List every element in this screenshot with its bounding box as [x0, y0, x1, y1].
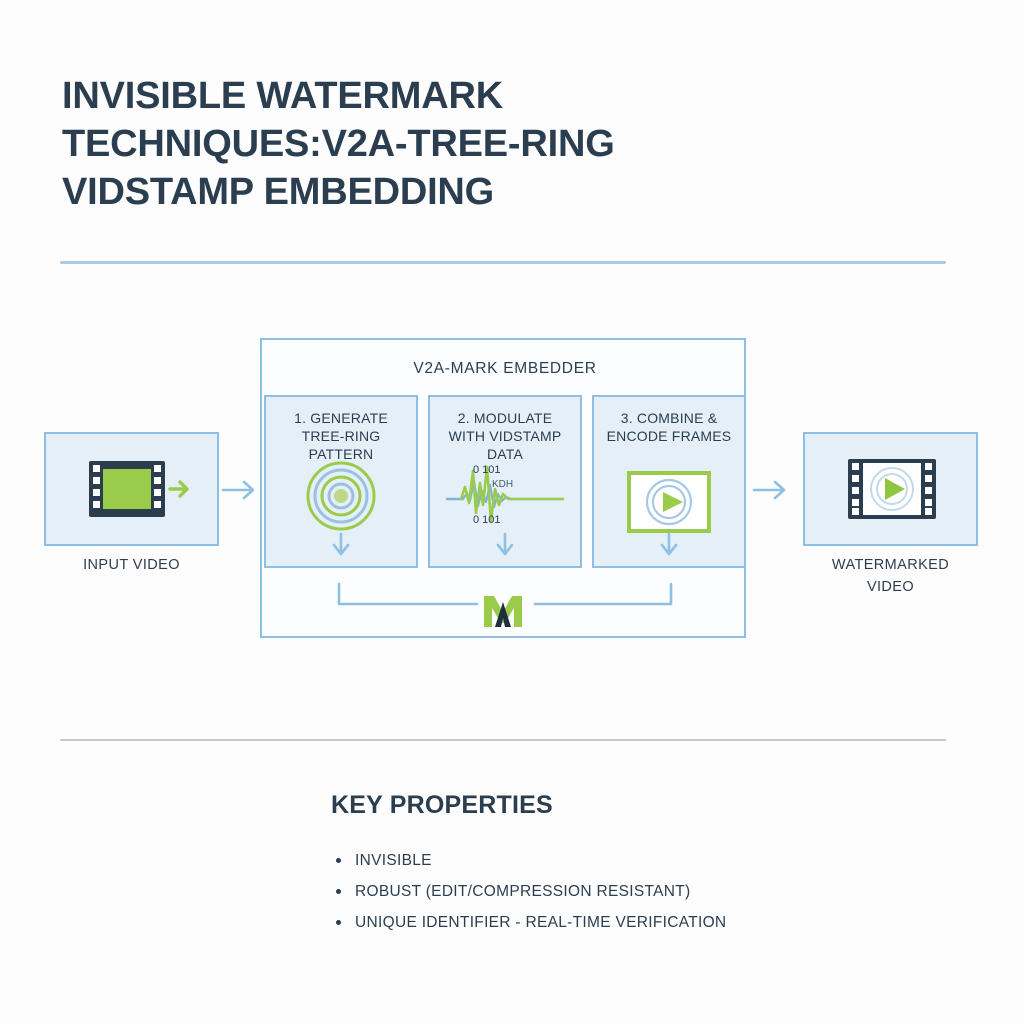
v2a-mark-embedder-container: V2A-MARK EMBEDDER 1. GENERATE TREE-RING … [260, 338, 746, 638]
step-3-label: 3. COMBINE & ENCODE FRAMES [606, 410, 732, 444]
flow-arrow-input-to-embedder [221, 480, 255, 500]
list-item: UNIQUE IDENTIFIER - REAL-TIME VERIFICATI… [331, 907, 931, 938]
step-3-combine-encode[interactable]: 3. COMBINE & ENCODE FRAMES [592, 395, 746, 568]
step-2-down-arrow [496, 532, 514, 556]
list-item-label: INVISIBLE [355, 852, 432, 869]
step-2-label: 2. MODULATE WITH VIDSTAMP DATA [448, 410, 562, 462]
embedder-merge-rail [337, 582, 673, 606]
step-3-down-arrow [660, 532, 678, 556]
m-logo-icon [484, 596, 522, 627]
divider-top [60, 261, 946, 264]
step-1-label: 1. GENERATE TREE-RING PATTERN [294, 410, 388, 462]
key-properties-list: INVISIBLE ROBUST (EDIT/COMPRESSION RESIS… [331, 845, 931, 938]
waveform-icon: 0 101 KDH 0 101 [445, 464, 565, 526]
step-3-art [594, 465, 744, 539]
list-item-label: UNIQUE IDENTIFIER - REAL-TIME VERIFICATI… [355, 914, 727, 931]
step-2-bits-top: 0 101 [473, 464, 501, 476]
title-line-3: VIDSTAMP EMBEDDING [62, 171, 495, 213]
bullet-icon [336, 889, 341, 894]
list-item: ROBUST (EDIT/COMPRESSION RESISTANT) [331, 876, 931, 907]
title-line-2: TECHNIQUES:V2A-TREE-RING [62, 123, 615, 165]
step-2-art: 0 101 KDH 0 101 [430, 459, 580, 533]
watermarked-video-label: WATERMARKED VIDEO [831, 557, 950, 595]
step-1-generate-tree-ring[interactable]: 1. GENERATE TREE-RING PATTERN [264, 395, 418, 568]
divider-bottom [60, 739, 946, 741]
film-strip-icon [89, 461, 189, 517]
page-title: INVISIBLE WATERMARK TECHNIQUES:V2A-TREE-… [62, 72, 702, 216]
bullet-icon [336, 858, 341, 863]
key-properties-title: KEY PROPERTIES [331, 791, 553, 819]
title-line-1: INVISIBLE WATERMARK [62, 75, 503, 117]
flow-arrow-embedder-to-output [752, 480, 786, 500]
step-1-down-arrow [332, 532, 350, 556]
play-frame-icon [627, 471, 711, 533]
list-item: INVISIBLE [331, 845, 931, 876]
embedder-title: V2A-MARK EMBEDDER [413, 360, 597, 377]
film-strip-play-icon [848, 459, 936, 519]
input-video-label: INPUT VIDEO [83, 557, 180, 573]
step-2-modulate-vidstamp[interactable]: 2. MODULATE WITH VIDSTAMP DATA 0 101 [428, 395, 582, 568]
step-2-bits-middle: KDH [492, 479, 513, 490]
step-1-art [266, 459, 416, 533]
list-item-label: ROBUST (EDIT/COMPRESSION RESISTANT) [355, 883, 691, 900]
step-2-bits-bottom: 0 101 [473, 514, 501, 526]
input-video-node[interactable] [44, 432, 219, 546]
bullet-icon [336, 920, 341, 925]
watermarked-video-node[interactable] [803, 432, 978, 546]
tree-ring-icon [306, 461, 376, 531]
